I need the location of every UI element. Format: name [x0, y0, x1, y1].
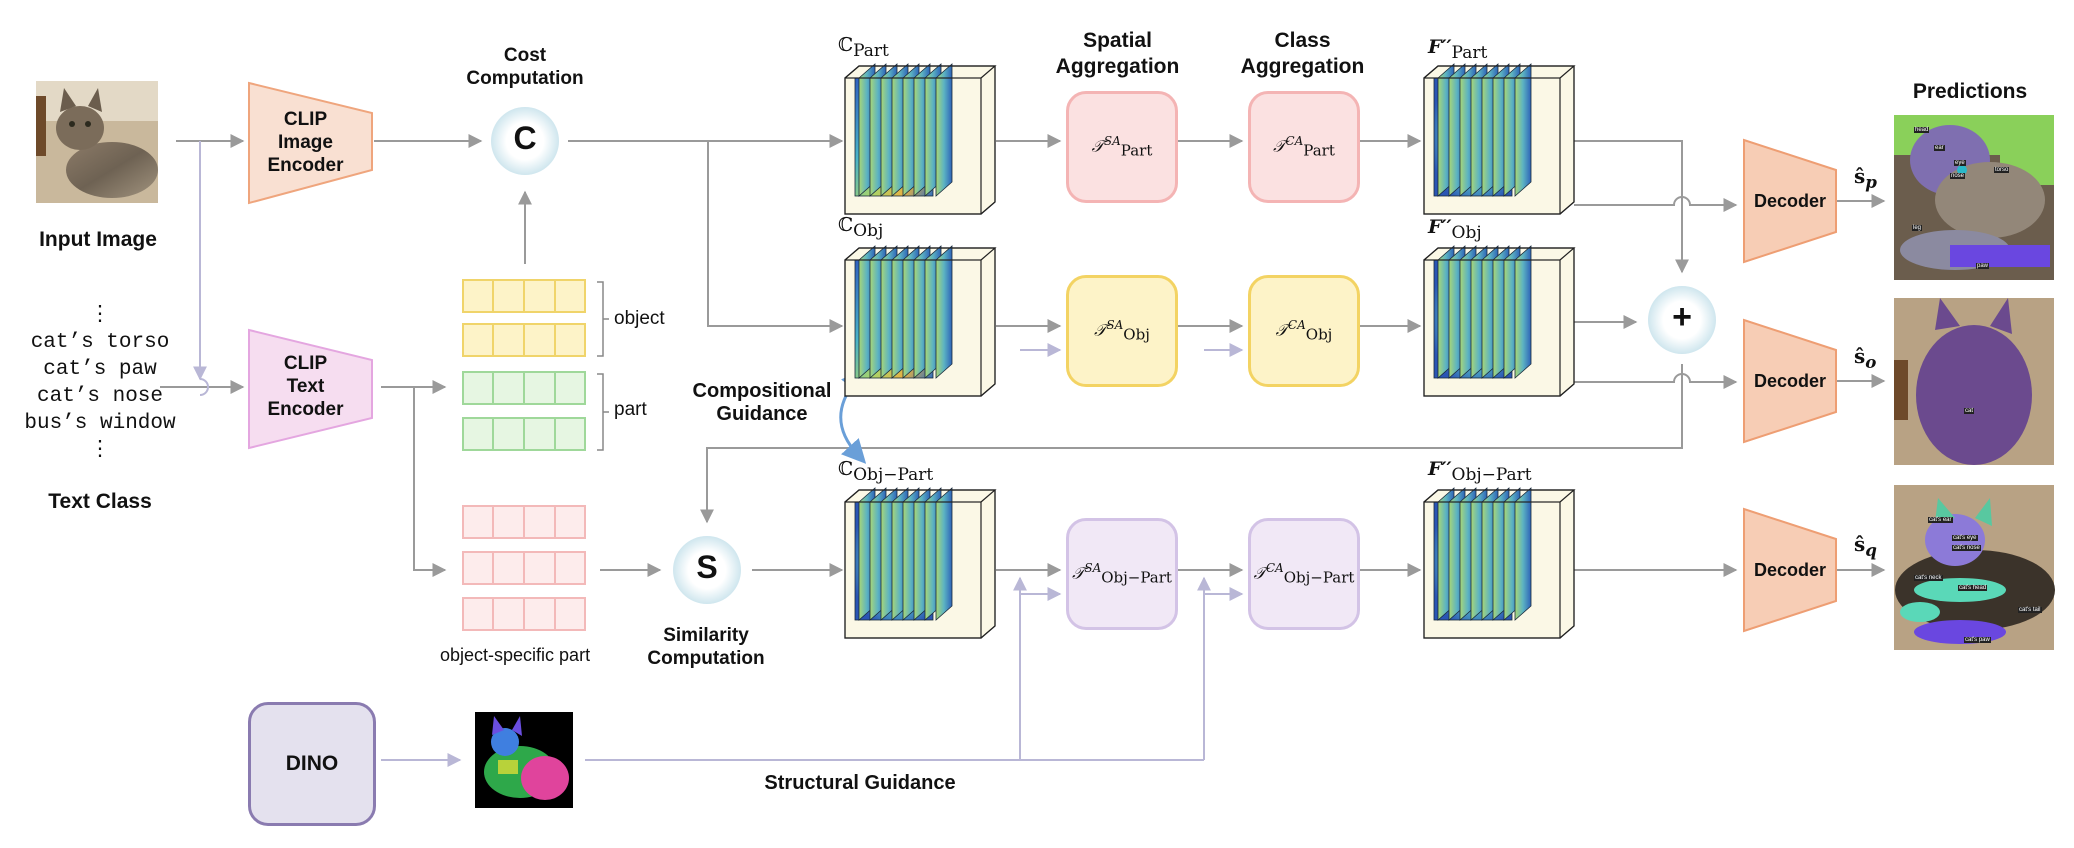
prediction-p-image	[1894, 115, 2054, 280]
input-image-label: Input Image	[39, 228, 157, 251]
prediction-tag: cat's tail	[2018, 607, 2042, 613]
similarity-computation-title: Similarity Computation	[647, 625, 765, 669]
prediction-tag: ear	[1934, 145, 1945, 151]
cost-obj-label: ℂObj	[838, 214, 884, 241]
decoder-q-shape	[1743, 507, 1837, 633]
output-sp: ŝp	[1854, 164, 1877, 192]
decoder-q-label: Decoder	[1753, 560, 1827, 580]
prediction-o-tags: cat	[1894, 298, 2054, 465]
text-class-label: Text Class	[48, 490, 152, 513]
prediction-tag: cat's head	[1958, 585, 1988, 591]
dino-box: DINO	[248, 702, 376, 826]
dino-feature-map	[475, 712, 573, 808]
object-bracket-label: object	[614, 308, 665, 329]
similarity-symbol: S	[696, 549, 718, 585]
text-class-item: ⋮	[89, 304, 111, 327]
prediction-tag: cat	[1964, 408, 1975, 414]
compositional-guidance-label: Compositional Guidance	[692, 380, 832, 425]
feature-part	[1423, 63, 1576, 215]
predictions-title: Predictions	[1912, 80, 2028, 103]
prediction-tag: cat's ear	[1928, 517, 1953, 523]
text-class-list: ⋮ cat’s torso cat’s paw cat’s nose bus’s win…	[10, 302, 190, 464]
clip-image-encoder-shape	[248, 81, 373, 205]
t-ca-part: 𝒯CAPart	[1248, 91, 1360, 203]
prediction-tag: leg	[1912, 225, 1923, 231]
t-sa-objpart: 𝒯SAObj−Part	[1066, 518, 1178, 630]
prediction-q-tags: cat's ear cat's eye cat's nose cat's neck ca…	[1894, 485, 2054, 650]
t-ca-objpart: 𝒯CAObj−Part	[1248, 518, 1360, 630]
prediction-tag: eye	[1954, 160, 1966, 166]
prediction-tag: paw	[1976, 263, 1990, 269]
t-sa-part: 𝒯SAPart	[1066, 91, 1178, 203]
feature-objpart-label: F′′Obj−Part	[1428, 458, 1532, 485]
cost-computation-title: Cost Computation	[466, 45, 584, 89]
text-class-item: cat’s paw	[43, 358, 157, 381]
decoder-o-shape	[1743, 318, 1837, 444]
prediction-tag: cat's paw	[1964, 637, 1991, 643]
prediction-tag: cat's eye	[1952, 535, 1978, 541]
output-sq: ŝq	[1854, 532, 1877, 560]
clip-text-encoder-shape	[248, 328, 373, 450]
output-so: ŝo	[1854, 344, 1877, 372]
plus-symbol: +	[1672, 298, 1692, 336]
text-class-item: bus’s window	[24, 412, 176, 435]
similarity-node	[673, 536, 741, 604]
cost-volume-obj	[844, 245, 997, 397]
structural-guidance-label: Structural Guidance	[764, 772, 956, 794]
cost-volume-objpart	[844, 487, 997, 639]
prediction-q-image	[1894, 485, 2055, 650]
prediction-tag: cat's nose	[1952, 545, 1981, 551]
t-ca-obj: 𝒯CAObj	[1248, 275, 1360, 387]
feature-obj	[1423, 245, 1576, 397]
cost-node	[491, 107, 559, 175]
class-aggregation-title: Class Aggregation	[1240, 29, 1365, 78]
cost-part-label: ℂPart	[838, 34, 889, 61]
prediction-tag: nose	[1950, 173, 1966, 179]
cost-symbol: C	[513, 120, 537, 156]
prediction-tag: torso	[1994, 167, 2010, 173]
plus-node	[1648, 286, 1716, 354]
feature-obj-label: F′′Obj	[1428, 216, 1482, 243]
embedding-rows	[462, 279, 609, 631]
text-class-item: cat’s torso	[30, 331, 170, 354]
spatial-aggregation-title: Spatial Aggregation	[1055, 29, 1180, 78]
feature-objpart	[1423, 487, 1576, 639]
object-specific-part-label: object-specific part	[440, 645, 591, 665]
decoder-p-label: Decoder	[1753, 191, 1827, 211]
prediction-tag: cat's neck	[1914, 575, 1943, 581]
text-class-item: ⋮	[89, 439, 111, 462]
cost-objpart-label: ℂObj−Part	[838, 458, 934, 485]
clip-text-encoder: CLIP Text Encoder	[267, 353, 344, 420]
clip-image-encoder: CLIP Image Encoder	[267, 109, 344, 176]
t-sa-obj: 𝒯SAObj	[1066, 275, 1178, 387]
input-cat-photo	[36, 81, 158, 203]
decoder-o-label: Decoder	[1753, 371, 1827, 391]
prediction-tag: head	[1914, 127, 1930, 133]
prediction-o-image	[1894, 298, 2054, 465]
decoder-p-shape	[1743, 138, 1837, 264]
dino-label: DINO	[285, 752, 339, 775]
prediction-p-tags: head ear eye nose torso leg paw	[1894, 115, 2054, 280]
cost-volume-part	[844, 63, 997, 215]
text-class-item: cat’s nose	[36, 385, 164, 408]
part-bracket-label: part	[614, 399, 647, 420]
feature-part-label: F′′Part	[1428, 36, 1488, 63]
